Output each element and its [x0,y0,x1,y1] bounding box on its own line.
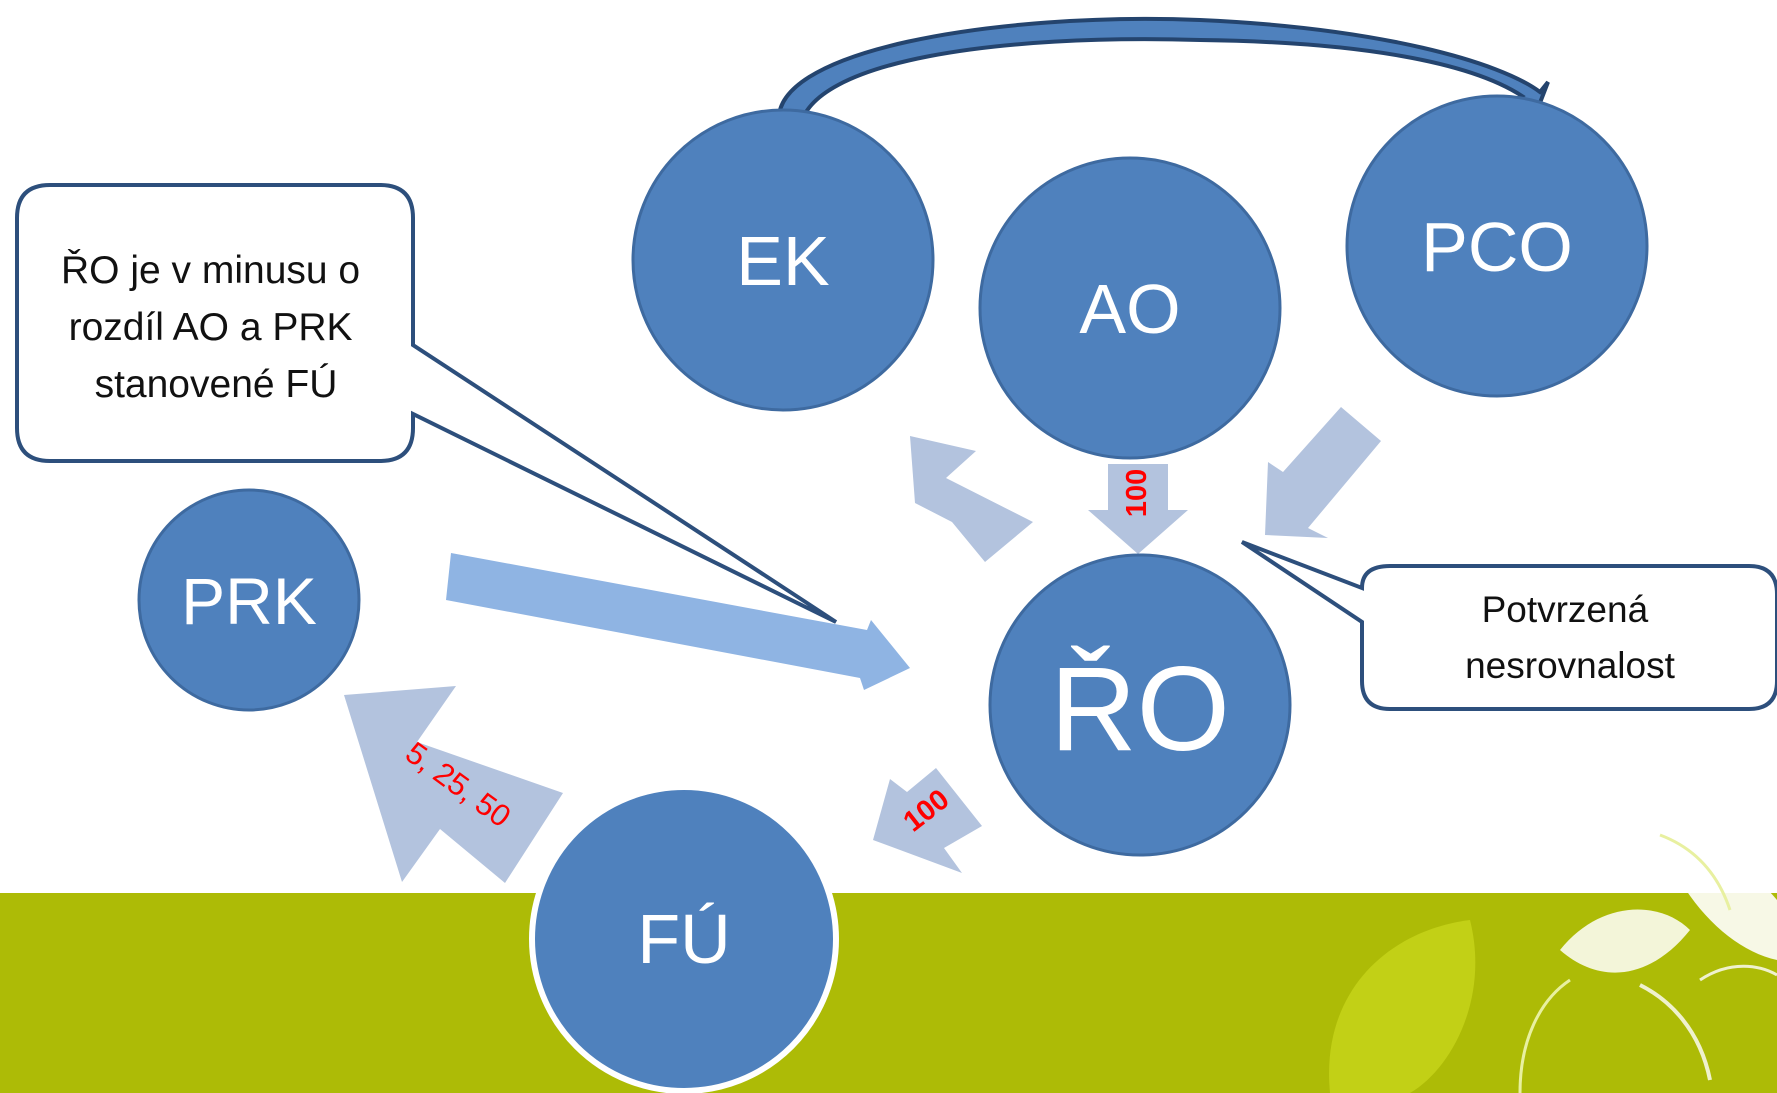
node-ek: EK [631,108,935,412]
node-ao: AO [978,156,1282,460]
callout-left-line-1: ŘO je v minusu o [61,249,360,292]
leaf-decoration [1329,833,1777,1093]
arrow-prk-to-ro [446,553,910,690]
node-prk: PRK [137,488,361,712]
green-footer-band [0,893,1777,1093]
callout-right-line-1: Potvrzená [1482,589,1649,630]
callout-left-shape [15,183,838,624]
arrow-ro-to-fu [873,768,982,873]
node-prk-label: PRK [181,564,317,638]
node-pco-label: PCO [1421,208,1573,286]
node-fu-label: FÚ [637,900,730,978]
node-ro: ŘO [988,553,1292,857]
arrow-pco-to-ro [1265,407,1381,538]
arrow-ro-to-ek [910,436,1033,562]
node-ro-label: ŘO [1050,642,1230,776]
node-fu: FÚ [529,784,839,1093]
arrow-label-ao-to-ro: 100 [1121,469,1153,517]
arrow-ao-to-ro [1088,464,1188,554]
node-pco: PCO [1345,94,1649,398]
callout-right-shape [1240,540,1777,711]
node-ao-label: AO [1079,270,1180,348]
callout-left-line-3: stanovené FÚ [95,363,338,406]
node-ek-label: EK [736,222,829,300]
arrow-fu-to-prk [344,686,563,883]
callout-right-line-2: nesrovnalost [1465,645,1676,686]
svg-text:Potvrzená nesrovnalost: Potvrzená nesrovnalost [1465,589,1676,686]
svg-text:ŘO je v minusu o rozdíl AO: ŘO je v minusu o rozdíl AO a PRK stanove… [61,249,371,406]
callout-left-line-2: rozdíl AO a PRK [69,306,353,349]
